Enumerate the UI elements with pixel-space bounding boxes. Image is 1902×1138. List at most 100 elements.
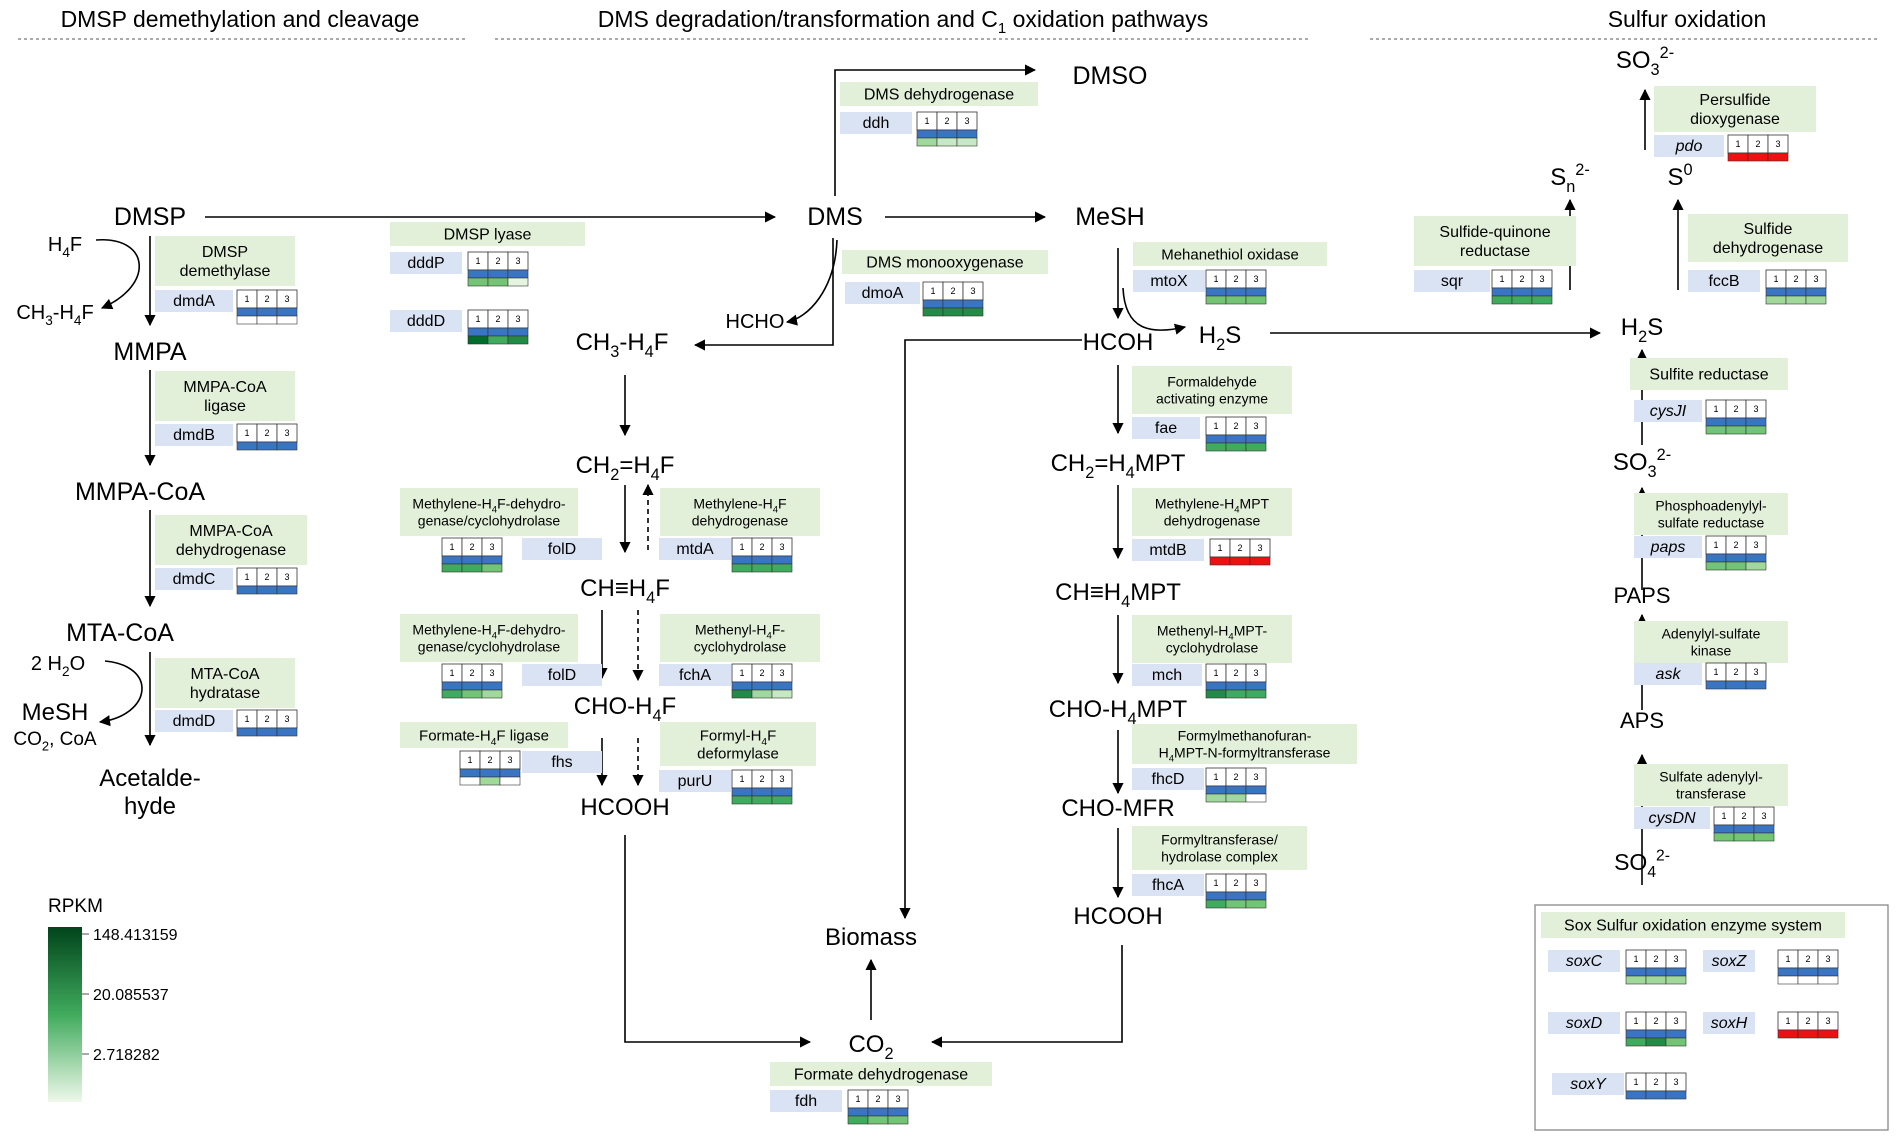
heat-cell-row2 xyxy=(256,315,278,325)
heat-number: 3 xyxy=(1825,954,1830,964)
heat-number: 1 xyxy=(244,428,249,438)
heat-number: 1 xyxy=(739,668,744,678)
heat-number: 3 xyxy=(507,755,512,765)
heat-number: 1 xyxy=(467,755,472,765)
heat-cell-row1 xyxy=(276,441,298,451)
enzyme-label-line: dioxygenase xyxy=(1690,111,1780,128)
heat-cell-row2 xyxy=(1245,793,1267,803)
heat-cell-row1 xyxy=(1209,556,1231,566)
heat-cell-row2 xyxy=(1245,899,1267,909)
compound-mmpacoa: MMPA-CoA xyxy=(75,478,205,506)
heat-cell-row1 xyxy=(1797,1029,1819,1039)
compound-mesh-left: MeSH xyxy=(22,699,89,726)
enzyme-label-line: genase/cyclohydrolase xyxy=(418,638,561,654)
heat-number: 2 xyxy=(264,294,269,304)
heat-number: 1 xyxy=(855,1094,860,1104)
heat-cell-row2 xyxy=(771,689,793,699)
heat-number: 3 xyxy=(1753,404,1758,414)
gene-label: mtdB xyxy=(1149,542,1186,559)
heat-number: 1 xyxy=(1633,954,1638,964)
enzyme-label-line: Methenyl-H4MPT- xyxy=(1157,623,1268,643)
enzyme-label-line: Methylene-H4F xyxy=(693,496,786,516)
heat-cell-row2 xyxy=(847,1115,869,1125)
enzyme-mch: Methenyl-H4MPT-cyclohydrolase xyxy=(1132,615,1292,663)
compound-hcoh: HCOH xyxy=(1083,329,1154,356)
heat-number: 3 xyxy=(1775,139,1780,149)
heat-cell-row2 xyxy=(1225,442,1247,452)
compound-ch2h4f: CH2=H4F xyxy=(576,452,675,484)
enzyme-label-line: reductase xyxy=(1460,243,1530,260)
heat-cell-row2 xyxy=(467,277,489,287)
heat-cell-row2 xyxy=(1753,832,1775,842)
heat-cell-row1 xyxy=(751,555,773,565)
heat-cell-row2 xyxy=(461,689,483,699)
heat-number: 2 xyxy=(1733,540,1738,550)
heat-cell-row2 xyxy=(1245,689,1267,699)
heat-cell-row1 xyxy=(459,768,481,778)
heat-cell-row1 xyxy=(1225,434,1247,444)
heat-cell-row2 xyxy=(507,277,529,287)
heat-cell-row2 xyxy=(481,689,503,699)
heat-number: 2 xyxy=(1733,667,1738,677)
heat-number: 2 xyxy=(944,116,949,126)
heat-cell-row2 xyxy=(956,137,978,147)
heat-number: 2 xyxy=(1755,139,1760,149)
gene-label: folD xyxy=(548,541,576,558)
heat-cell-row2 xyxy=(1645,975,1667,985)
enzyme-label-line: Formyl-H4F xyxy=(700,727,777,748)
heat-number: 2 xyxy=(759,542,764,552)
compound-ch3h4f: CH3-H4F xyxy=(576,329,669,361)
heat-number: 3 xyxy=(1825,1016,1830,1026)
heat-cell-row1 xyxy=(487,327,509,337)
heat-number: 3 xyxy=(1761,811,1766,821)
heat-cell-row2 xyxy=(507,335,529,345)
heat-cell-row1 xyxy=(1727,152,1749,162)
compound-choh4mpt: CHO-H4MPT xyxy=(1049,696,1188,728)
heat-cell-row1 xyxy=(1249,556,1271,566)
gene-label: dddP xyxy=(407,255,444,272)
enzyme-label-line: Formylmethanofuran- xyxy=(1178,728,1312,744)
heat-cell-row2 xyxy=(1745,425,1767,435)
heat-cell-row1 xyxy=(731,787,753,797)
heat-cell-row1 xyxy=(1625,967,1647,977)
heat-cell-row2 xyxy=(459,776,481,786)
heat-cell-row1 xyxy=(1765,287,1787,297)
compound-h4f: H4F xyxy=(48,234,82,260)
heat-cell-row1 xyxy=(479,768,501,778)
heat-number: 3 xyxy=(1813,274,1818,284)
heat-cell-row2 xyxy=(1817,975,1839,985)
gene-label: folD xyxy=(548,667,576,684)
heat-cell-row1 xyxy=(499,768,521,778)
heat-cell-row2 xyxy=(487,277,509,287)
heat-cell-row1 xyxy=(1245,891,1267,901)
enzyme-sat: Sulfate adenylyl-transferase xyxy=(1634,764,1788,806)
heat-cell-row1 xyxy=(1245,785,1267,795)
compound-acetalde2: hyde xyxy=(124,793,176,820)
heat-number: 2 xyxy=(1233,421,1238,431)
heat-cell-row2 xyxy=(481,563,503,573)
heat-cell-row2 xyxy=(1733,832,1755,842)
enzyme-label-line: activating enzyme xyxy=(1156,390,1268,406)
heat-cell-row1 xyxy=(1665,1029,1687,1039)
heat-cell-row2 xyxy=(467,335,489,345)
heat-cell-row2 xyxy=(731,563,753,573)
